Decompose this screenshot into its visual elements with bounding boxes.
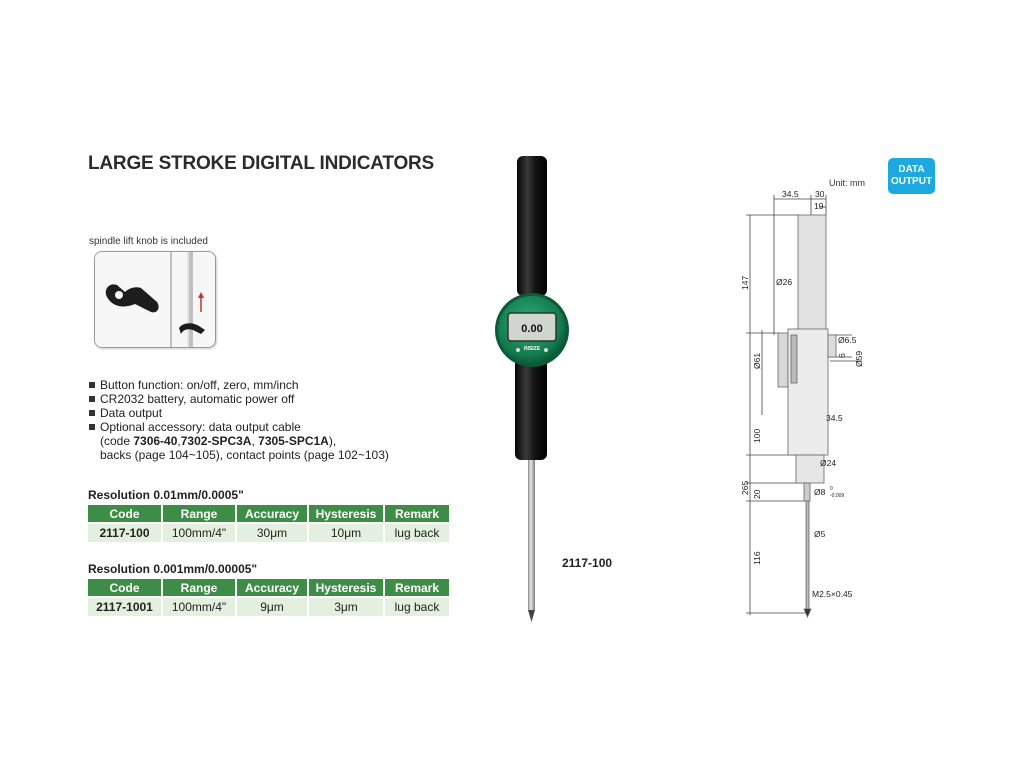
dim-dia-59: Ø59 bbox=[854, 351, 864, 367]
column-header: Remark bbox=[384, 579, 451, 597]
column-header: Accuracy bbox=[236, 579, 309, 597]
accessory-code: 7306-40 bbox=[133, 434, 178, 448]
dim-dia-61: Ø61 bbox=[752, 353, 762, 369]
feature-item: Optional accessory: data output cable (c… bbox=[88, 420, 448, 462]
table-cell: 9μm bbox=[236, 596, 309, 616]
knob-caption: spindle lift knob is included bbox=[89, 236, 208, 247]
dim-dia-26: Ø26 bbox=[776, 277, 792, 287]
spindle-lift-knob-image bbox=[94, 251, 216, 348]
code-prefix: (code bbox=[100, 434, 134, 448]
dim-dia-8-tol-upper: 0 bbox=[830, 486, 833, 492]
unit-label: Unit: mm bbox=[829, 178, 865, 188]
lower-body bbox=[515, 350, 547, 460]
table-cell: 10μm bbox=[308, 522, 385, 542]
column-header: Remark bbox=[384, 505, 451, 523]
feature-text: CR2032 battery, automatic power off bbox=[100, 392, 295, 406]
table-cell: 30μm bbox=[236, 522, 309, 542]
dim-dia-6-5: Ø6.5 bbox=[838, 335, 857, 345]
data-output-badge: DATA OUTPUT bbox=[888, 158, 935, 194]
upper-column bbox=[517, 156, 547, 296]
drawing-lug bbox=[777, 332, 789, 388]
column-header: Range bbox=[162, 579, 237, 597]
resolution-heading: Resolution 0.01mm/0.0005" bbox=[88, 488, 244, 502]
table-cell: lug back bbox=[384, 596, 451, 616]
code-suffix: ), bbox=[328, 434, 337, 448]
mode-button-icon bbox=[544, 348, 548, 352]
dim-dia-8-tol-lower: -0.009 bbox=[830, 493, 844, 499]
digital-indicator-image: 0.00 INSIZE bbox=[495, 156, 569, 622]
spec-table: Code Range Accuracy Hysteresis Remark 21… bbox=[88, 579, 451, 616]
zero-button-icon bbox=[516, 348, 520, 352]
dim-34-5-top: 34.5 bbox=[782, 189, 799, 199]
accessory-backs-line: backs (page 104~105), contact points (pa… bbox=[100, 448, 389, 462]
drawing-column bbox=[797, 214, 827, 338]
product-label: 2117-100 bbox=[562, 556, 613, 570]
feature-item: CR2032 battery, automatic power off bbox=[88, 392, 448, 406]
lcd-reading: 0.00 bbox=[521, 323, 542, 335]
technical-drawing: 34.5 30 19 147 Ø26 Ø6.5 6 Ø59 Ø61 34.5 1… bbox=[740, 189, 864, 618]
drawing-data-port bbox=[827, 334, 837, 358]
drawing-spindle bbox=[805, 500, 810, 610]
feature-text: Data output bbox=[100, 406, 163, 420]
column-header: Code bbox=[88, 579, 163, 597]
column-header: Accuracy bbox=[236, 505, 309, 523]
dim-20: 20 bbox=[752, 489, 762, 499]
accessory-codes-line: (code 7306-40,7302-SPC3A, 7305-SPC1A), bbox=[100, 434, 448, 448]
spindle bbox=[528, 460, 535, 610]
column-header: Range bbox=[162, 505, 237, 523]
accessory-code: 7302-SPC3A bbox=[180, 434, 252, 448]
dim-6: 6 bbox=[837, 353, 847, 358]
dim-dia-5: Ø5 bbox=[814, 529, 826, 539]
dim-thread: M2.5×0.45 bbox=[812, 589, 853, 599]
dim-dia-24: Ø24 bbox=[820, 458, 836, 468]
feature-text: Button function: on/off, zero, mm/inch bbox=[100, 378, 299, 392]
table-cell: 3μm bbox=[308, 596, 385, 616]
badge-line-2: OUTPUT bbox=[890, 176, 933, 187]
feature-item: Button function: on/off, zero, mm/inch bbox=[88, 378, 448, 392]
feature-item: Data output bbox=[88, 406, 448, 420]
resolution-heading: Resolution 0.001mm/0.00005" bbox=[88, 562, 258, 576]
dim-30: 30 bbox=[815, 189, 825, 199]
dim-116: 116 bbox=[752, 551, 762, 565]
lift-knob-illustration bbox=[95, 252, 215, 347]
dim-19: 19 bbox=[814, 201, 824, 211]
dim-34-5-side: 34.5 bbox=[826, 413, 843, 423]
lcd-display bbox=[507, 312, 557, 342]
table-cell: 100mm/4" bbox=[162, 596, 237, 616]
table-cell: lug back bbox=[384, 522, 451, 542]
feature-text: Optional accessory: data output cable bbox=[100, 420, 301, 434]
page-title: LARGE STROKE DIGITAL INDICATORS bbox=[88, 153, 435, 174]
code-separator: , bbox=[251, 434, 259, 448]
table-header-row: Code Range Accuracy Hysteresis Remark bbox=[88, 579, 451, 597]
feature-list: Button function: on/off, zero, mm/inch C… bbox=[88, 378, 448, 462]
table-cell: 2117-100 bbox=[88, 522, 163, 542]
table-cell: 100mm/4" bbox=[162, 522, 237, 542]
contact-point bbox=[528, 610, 535, 622]
dim-265: 265 bbox=[740, 481, 750, 495]
accessory-code: 7305-SPC1A bbox=[258, 434, 329, 448]
table-cell: 2117-1001 bbox=[88, 596, 163, 616]
column-header: Hysteresis bbox=[308, 579, 385, 597]
dim-100: 100 bbox=[752, 429, 762, 443]
code-separator: , bbox=[177, 434, 181, 448]
dim-147: 147 bbox=[740, 276, 750, 290]
spec-table: Code Range Accuracy Hysteresis Remark 21… bbox=[88, 505, 451, 542]
table-header-row: Code Range Accuracy Hysteresis Remark bbox=[88, 505, 451, 523]
brand-logo: INSIZE bbox=[524, 346, 541, 352]
dim-dia-8: Ø8 bbox=[814, 487, 826, 497]
badge-line-1: DATA bbox=[898, 164, 925, 175]
table-row: 2117-100 100mm/4" 30μm 10μm lug back bbox=[88, 522, 451, 542]
column-header: Code bbox=[88, 505, 163, 523]
column-header: Hysteresis bbox=[308, 505, 385, 523]
table-row: 2117-1001 100mm/4" 9μm 3μm lug back bbox=[88, 596, 451, 616]
